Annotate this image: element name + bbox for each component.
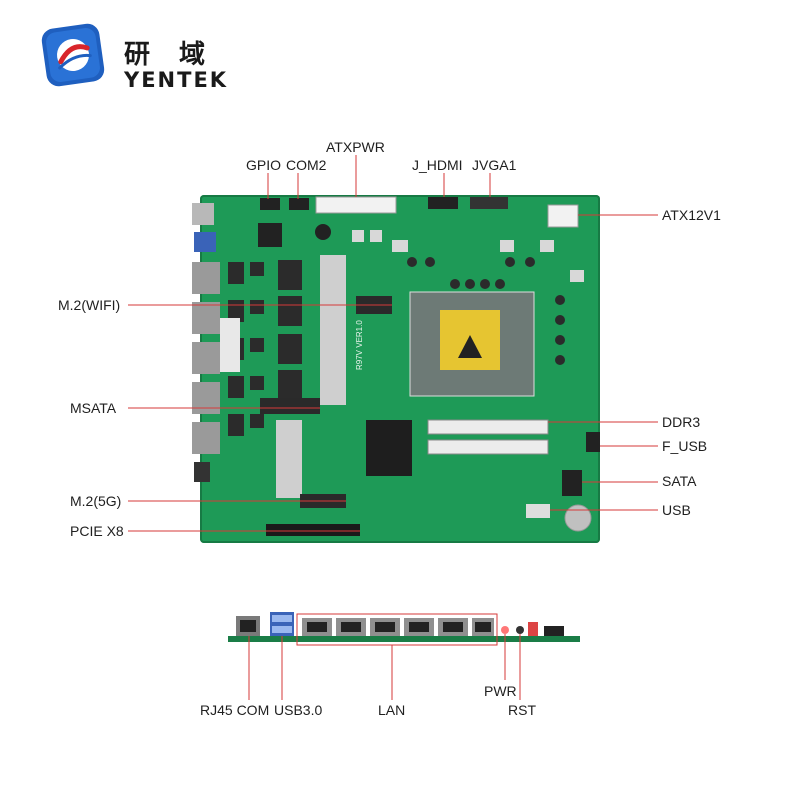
label-pwr: PWR xyxy=(484,683,517,699)
lan-port-shape xyxy=(192,422,220,454)
yentek-logo-icon xyxy=(38,20,108,90)
com2-header-shape xyxy=(289,198,309,210)
pcie-x8-slot-shape xyxy=(266,524,360,536)
label-m2-wifi: M.2(WIFI) xyxy=(58,297,121,313)
label-f-usb: F_USB xyxy=(662,438,708,454)
brand-name-english: YENTEK xyxy=(124,68,229,92)
heatsink-shape xyxy=(320,255,346,405)
label-com2: COM2 xyxy=(286,157,327,173)
ddr3-slot-shape xyxy=(427,439,549,455)
ddr3-slot-shape xyxy=(427,419,549,435)
label-atxpwr: ATXPWR xyxy=(326,139,385,155)
gpio-header-shape xyxy=(260,198,280,210)
io-pcb-edge-shape xyxy=(228,636,580,642)
atx12v-connector-shape xyxy=(547,204,579,228)
label-jvga1: JVGA1 xyxy=(472,157,517,173)
label-ddr3: DDR3 xyxy=(662,414,701,430)
label-msata: MSATA xyxy=(70,400,117,416)
lan-port-shape xyxy=(192,382,220,414)
brand-name-chinese: 研 域 xyxy=(124,40,216,70)
chipset-heatsink-shape xyxy=(366,420,412,476)
label-sticker-shape xyxy=(220,318,240,372)
usb-port-shape xyxy=(192,203,214,225)
rst-button-shape xyxy=(516,626,524,634)
label-lan: LAN xyxy=(378,702,406,718)
board-model-marking: R97V VER1.0 xyxy=(355,320,364,370)
cmos-battery-shape xyxy=(564,504,592,532)
hdmi-header-shape xyxy=(428,197,458,209)
lan-port-shape xyxy=(192,262,220,294)
label-rj45-com: RJ45 COM xyxy=(200,702,270,718)
label-atx12v1: ATX12V1 xyxy=(662,207,721,223)
usb3-port-shape xyxy=(194,232,216,252)
label-sata: SATA xyxy=(662,473,697,489)
msata-slot-shape xyxy=(260,398,320,414)
label-usb30: USB3.0 xyxy=(274,702,323,718)
heatsink-shape xyxy=(276,420,302,498)
vga-header-shape xyxy=(470,197,508,209)
usb-onboard-shape xyxy=(526,504,550,518)
pwr-button-shape xyxy=(501,626,509,634)
f-usb-header-shape xyxy=(586,432,600,452)
label-gpio: GPIO xyxy=(246,157,282,173)
label-rst: RST xyxy=(508,702,536,718)
label-usb: USB xyxy=(662,502,691,518)
lan-port-shape xyxy=(192,342,220,374)
lan-port-shape xyxy=(192,302,220,334)
label-j-hdmi: J_HDMI xyxy=(412,157,463,173)
sata-connector-shape xyxy=(562,470,582,496)
lan-ports-shape xyxy=(302,618,494,636)
label-pcie-x8: PCIE X8 xyxy=(70,523,124,539)
switch-shape xyxy=(194,462,210,482)
label-m2-5g: M.2(5G) xyxy=(70,493,122,509)
